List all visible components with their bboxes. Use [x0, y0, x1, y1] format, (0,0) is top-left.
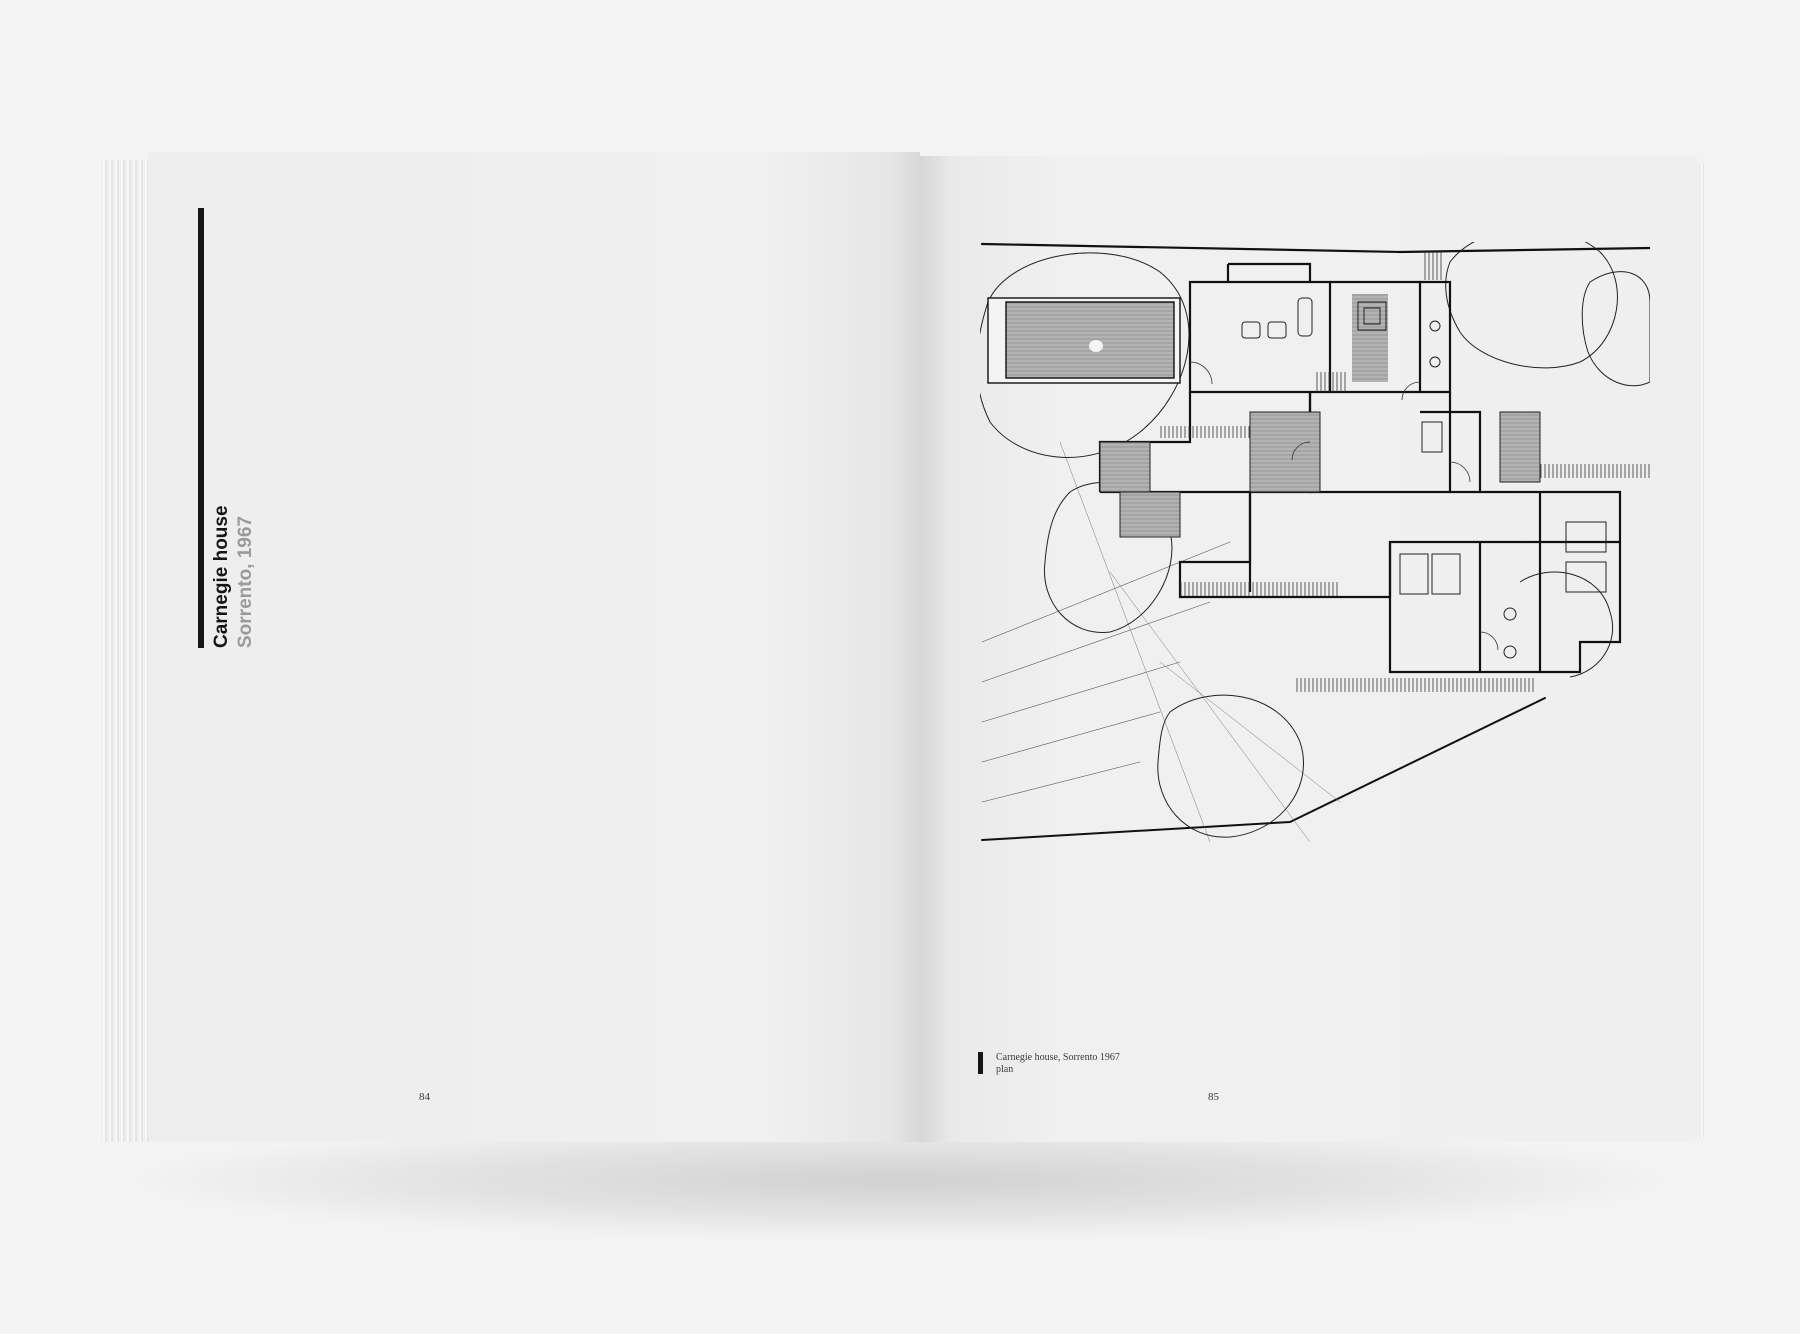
vertical-title: Carnegie house Sorrento, 1967 [210, 208, 280, 648]
left-page [148, 152, 920, 1142]
page-edges-left [102, 160, 152, 1142]
caption-rule [978, 1052, 983, 1074]
pool [987, 297, 1181, 384]
floor-plan-drawing [980, 242, 1650, 842]
door-swings [1189, 361, 1499, 651]
tree-outlines [980, 242, 1650, 838]
page-number-left: 84 [419, 1091, 430, 1103]
furniture [1241, 297, 1607, 659]
hatched-courts [1099, 411, 1541, 538]
caption-line-1: Carnegie house, Sorrento 1967 [996, 1052, 1120, 1063]
site-boundary [980, 242, 1650, 842]
caption-line-2: plan [996, 1064, 1014, 1075]
chapter-subtitle: Sorrento, 1967 [235, 516, 256, 648]
figure-caption: Carnegie house, Sorrento 1967 plan [996, 1052, 1120, 1076]
title-rule [198, 208, 204, 648]
stairs [1160, 252, 1650, 692]
chapter-title: Carnegie house [211, 505, 232, 648]
page-number-right: 85 [1208, 1091, 1219, 1103]
